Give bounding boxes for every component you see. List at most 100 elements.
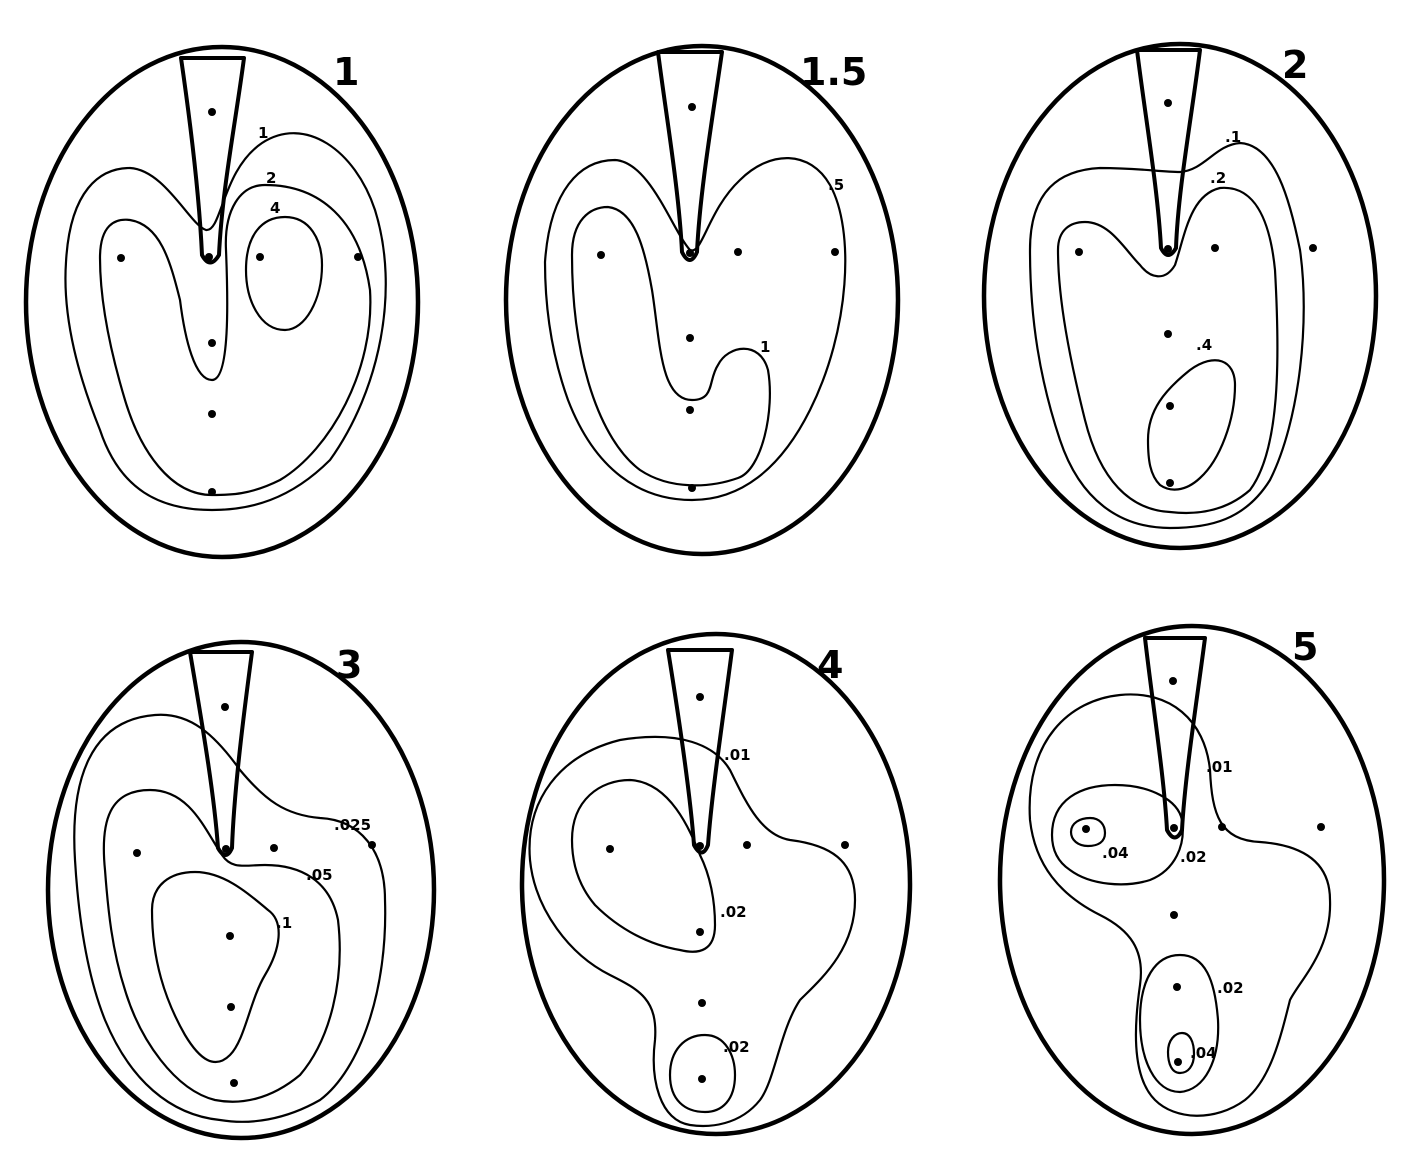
electrode-dot [117, 254, 125, 262]
contour-outer [528, 735, 857, 1128]
head-outline [23, 44, 421, 560]
electrode-dot [221, 703, 229, 711]
electrode-dot [696, 842, 704, 850]
electrode-dot [698, 999, 706, 1007]
electrode-dot [226, 932, 234, 940]
panel-title: 1 [333, 50, 359, 94]
electrode-dots [117, 108, 362, 496]
contour-middle [98, 183, 372, 497]
electrode-dots [1075, 99, 1317, 487]
probe-shape [188, 650, 254, 857]
electrode-dot [1169, 677, 1177, 685]
panel-4: 4 .01 .02 .02 [519, 631, 913, 1137]
electrode-dot [1211, 244, 1219, 252]
electrode-dot [696, 693, 704, 701]
electrode-dot [734, 248, 742, 256]
electrode-dot [606, 845, 614, 853]
electrode-dot [256, 253, 264, 261]
electrode-dot [208, 410, 216, 418]
electrode-dots [1082, 677, 1325, 1066]
electrode-dot [368, 841, 376, 849]
contour-inner [150, 870, 280, 1064]
head-outline [981, 41, 1379, 551]
electrode-dot [230, 1079, 238, 1087]
contour-label: .01 [724, 746, 751, 764]
electrode-dot [686, 334, 694, 342]
contour-label: .1 [276, 914, 292, 932]
electrode-dot [1164, 245, 1172, 253]
contour-outer [73, 713, 387, 1123]
contour-small-lower [1166, 1031, 1196, 1075]
contour-outer [543, 157, 847, 502]
contour-label: .05 [306, 866, 333, 884]
contour-label: .1 [1225, 128, 1241, 146]
electrode-dot [354, 253, 362, 261]
electrode-dot [1166, 402, 1174, 410]
contour-label: 4 [270, 199, 280, 217]
contour-label: .02 [720, 903, 747, 921]
contour-label: 1 [760, 338, 770, 356]
contour-label: .02 [723, 1038, 750, 1056]
panel-1: 1 1 2 4 [23, 44, 421, 560]
electrode-dot [270, 844, 278, 852]
probe-shape [1143, 636, 1207, 840]
probe-shape [666, 648, 734, 855]
probe-shape [1135, 48, 1202, 257]
panel-5: 5 .01 .04 .02 .02 .04 [997, 623, 1387, 1137]
electrode-dot [1174, 1058, 1182, 1066]
electrode-dot [688, 484, 696, 492]
electrode-dot [1309, 244, 1317, 252]
panel-title: 3 [336, 643, 362, 687]
electrode-dot [686, 249, 694, 257]
contour-middle [1056, 186, 1279, 515]
panel-3: 3 .025 .05 .1 [45, 639, 437, 1141]
panel-title: 5 [1292, 625, 1318, 669]
contour-label: .01 [1206, 758, 1233, 776]
electrode-dot [208, 339, 216, 347]
electrode-dot [688, 103, 696, 111]
contour-inner [570, 205, 771, 487]
electrode-dot [1164, 99, 1172, 107]
contour-label: .025 [334, 816, 371, 834]
contour-label: .2 [1210, 169, 1226, 187]
contour-upper-left [1050, 783, 1184, 886]
electrode-dot [1173, 983, 1181, 991]
contour-inner [1146, 359, 1237, 491]
contour-lower [1138, 953, 1220, 1094]
electrode-dot [222, 845, 230, 853]
panel-title: 2 [1282, 43, 1308, 87]
electrode-dot [1075, 248, 1083, 256]
probe-shape [179, 56, 246, 265]
contour-label: .4 [1196, 336, 1212, 354]
contour-outer [1028, 141, 1305, 530]
contour-label: .02 [1180, 848, 1207, 866]
probe-shape [656, 50, 724, 262]
panel-title: 4 [817, 643, 843, 687]
panel-title: 1.5 [800, 50, 867, 94]
contour-label: .02 [1217, 979, 1244, 997]
contour-label: .04 [1102, 844, 1129, 862]
electrode-dot [1166, 479, 1174, 487]
contour-middle [102, 788, 341, 1103]
electrode-dot [208, 488, 216, 496]
electrode-dot [743, 841, 751, 849]
contour-label: 2 [266, 169, 276, 187]
electrode-dot [841, 841, 849, 849]
electrode-dots [133, 703, 376, 1087]
electrode-dot [1164, 330, 1172, 338]
contour-label: 1 [258, 124, 268, 142]
electrode-dot [208, 108, 216, 116]
electrode-dot [1170, 824, 1178, 832]
electrode-dot [698, 1075, 706, 1083]
contour-small-left [1069, 816, 1107, 848]
contour-label: .04 [1190, 1044, 1217, 1062]
contour-middle [570, 778, 717, 953]
electrode-dot [1317, 823, 1325, 831]
contour-outer [64, 132, 387, 512]
electrode-dots [597, 103, 839, 492]
contour-inner [668, 1033, 737, 1114]
electrode-dot [227, 1003, 235, 1011]
head-outline [519, 631, 913, 1137]
panel-2: 2 .1 .2 .4 [981, 41, 1379, 551]
